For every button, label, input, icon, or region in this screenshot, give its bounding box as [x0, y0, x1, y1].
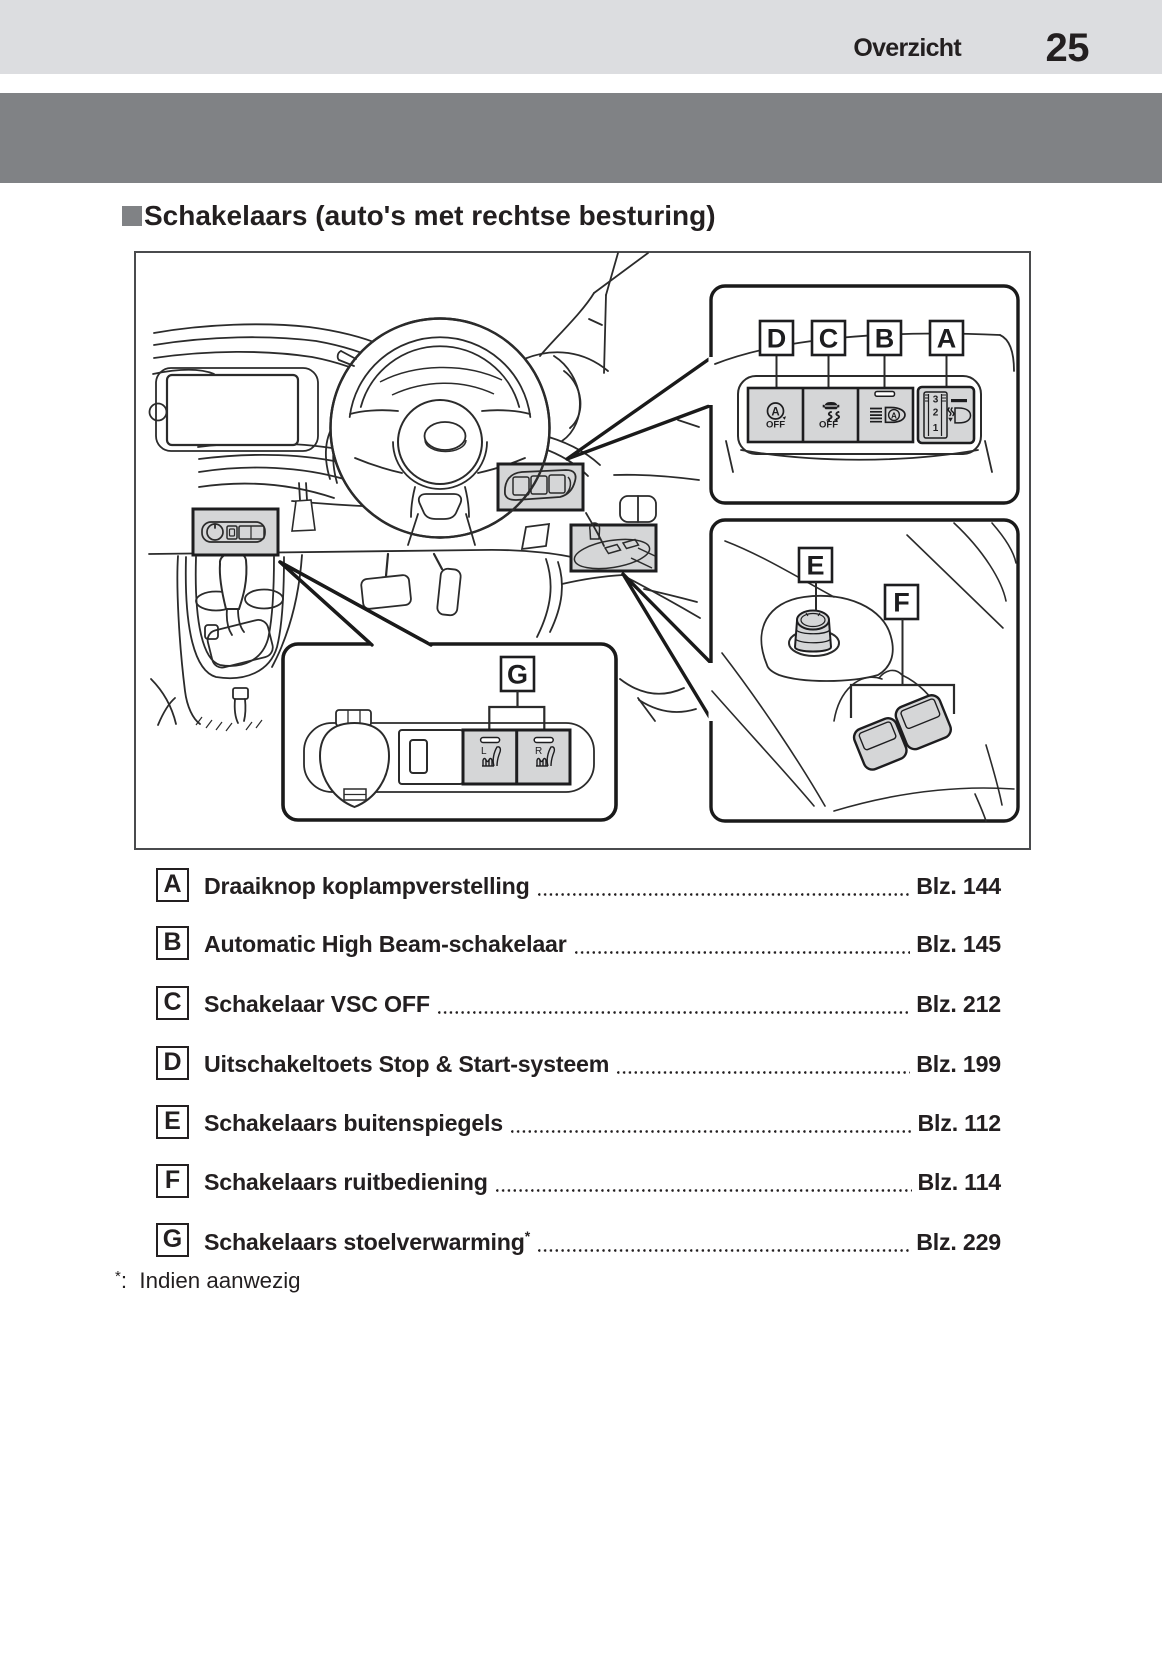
- svg-text:A: A: [937, 324, 957, 354]
- svg-text:E: E: [806, 551, 824, 581]
- svg-text:OFF: OFF: [766, 420, 785, 431]
- svg-text:D: D: [767, 324, 787, 354]
- svg-text:3: 3: [933, 395, 939, 406]
- svg-text:C: C: [819, 324, 839, 354]
- svg-text:B: B: [875, 324, 895, 354]
- svg-text:1: 1: [933, 423, 939, 434]
- svg-text:A: A: [891, 411, 897, 420]
- svg-text:L: L: [481, 746, 487, 757]
- svg-text:A: A: [771, 407, 779, 419]
- svg-text:2: 2: [933, 408, 939, 419]
- svg-text:G: G: [507, 660, 528, 690]
- svg-text:OFF: OFF: [819, 420, 838, 431]
- svg-text:R: R: [535, 746, 542, 757]
- svg-text:F: F: [893, 588, 910, 618]
